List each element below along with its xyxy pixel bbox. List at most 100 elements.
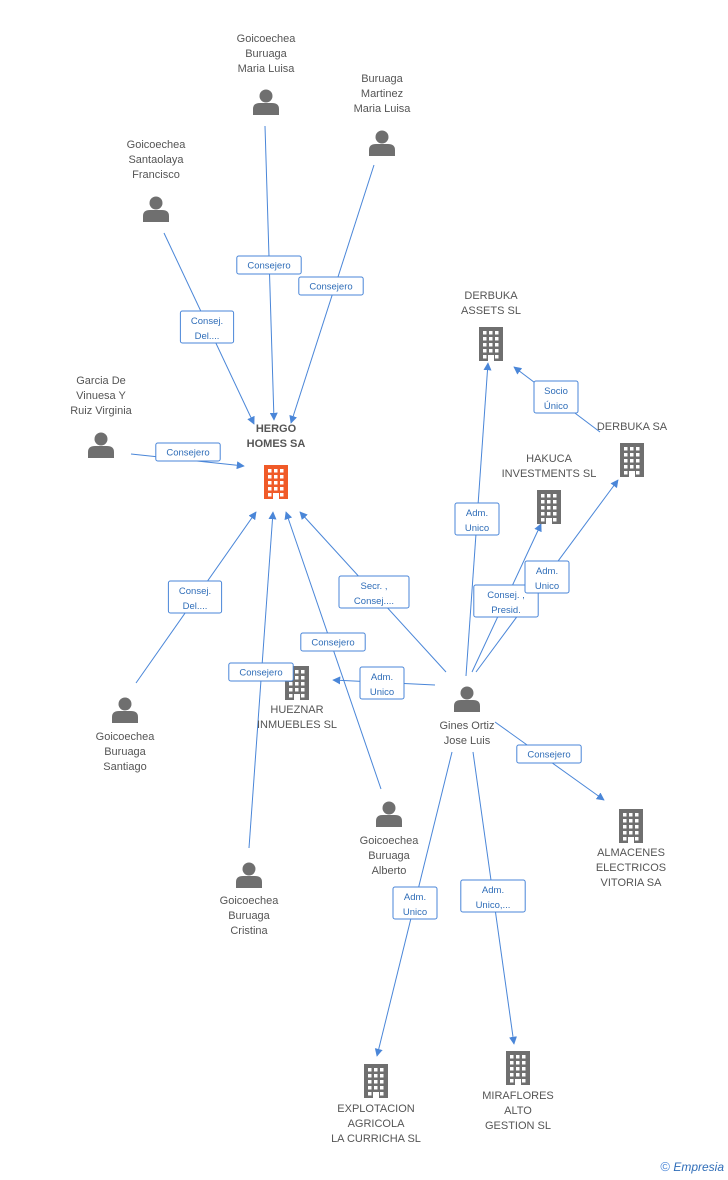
edge-label-gines-to-derbukasa[interactable]: Adm.Unico	[524, 560, 570, 594]
node-almacenes[interactable]: ALMACENES ELECTRICOS VITORIA SA	[596, 809, 666, 889]
node-label: Buruaga	[368, 850, 410, 862]
edge-label-gbcristina-to-hergo[interactable]: Consejero	[228, 662, 294, 682]
node-label: ASSETS SL	[461, 305, 521, 317]
node-label: VITORIA SA	[601, 877, 663, 889]
edge-label-text: Consejero	[166, 448, 209, 459]
node-label: Francisco	[132, 169, 180, 181]
building-icon	[364, 1064, 388, 1098]
edge-label-gbalberto-to-hergo[interactable]: Consejero	[300, 632, 366, 652]
node-label: Goicoechea	[220, 895, 280, 907]
node-label: EXPLOTACION	[337, 1103, 414, 1115]
edge-label-text: Consej.	[191, 316, 223, 327]
edge-label-text: Consejero	[247, 261, 290, 272]
edge-label-text: Adm.	[536, 566, 558, 577]
person-icon	[236, 862, 262, 888]
edge-label-garciav-to-hergo[interactable]: Consejero	[155, 442, 221, 462]
edge-label-text: Socio	[544, 386, 568, 397]
person-icon	[112, 697, 138, 723]
node-label: Jose Luis	[444, 735, 491, 747]
person-icon	[143, 196, 169, 222]
edge-label-text: Consejero	[311, 638, 354, 649]
node-derbukasa[interactable]: DERBUKA SA	[597, 421, 668, 477]
node-miraflores[interactable]: MIRAFLORES ALTO GESTION SL	[482, 1051, 554, 1132]
person-icon	[253, 89, 279, 115]
edge-label-text: Unico	[403, 907, 427, 918]
node-label: Vinuesa Y	[76, 390, 126, 402]
node-label: Alberto	[372, 865, 407, 877]
node-label: Buruaga	[104, 746, 146, 758]
node-derbukaassets[interactable]: DERBUKA ASSETS SL	[461, 290, 521, 361]
node-label: ALMACENES	[597, 847, 665, 859]
edge-label-gines-to-derbukaassets[interactable]: Adm. Unico	[454, 502, 500, 536]
edge-label-gines-to-explotacion[interactable]: Adm.Unico	[392, 886, 438, 920]
node-label: GESTION SL	[485, 1120, 551, 1132]
brand-name: Empresia	[673, 1160, 724, 1174]
edge-label-text: Único	[544, 401, 568, 412]
edge-label-text: Del....	[183, 601, 208, 612]
empresia-credit[interactable]: © Empresia	[660, 1159, 724, 1174]
node-label: HERGO	[256, 423, 297, 435]
node-label: Gines Ortiz	[439, 720, 494, 732]
edge-label-gines-to-miraflores[interactable]: Adm.Unico,...	[460, 879, 526, 913]
edge-label-text: Secr. ,	[361, 581, 388, 592]
building-icon	[620, 443, 644, 477]
edge-label-text: Consej....	[354, 596, 394, 607]
node-label: DERBUKA	[464, 290, 518, 302]
node-label: Goicoechea	[127, 139, 187, 151]
edge-label-text: Consejero	[309, 282, 352, 293]
building-icon	[619, 809, 643, 843]
node-label: Buruaga	[245, 48, 287, 60]
node-label: Maria Luisa	[238, 63, 296, 75]
edge-label-text: Adm.	[466, 508, 488, 519]
edge-label-gmluisa-to-hergo[interactable]: Consejero	[236, 255, 302, 275]
edge-label-gines-to-hakuca[interactable]: Consej. ,Presid.	[473, 584, 539, 618]
node-label: MIRAFLORES	[482, 1090, 554, 1102]
edge-label-gines-to-hergo[interactable]: Secr. , Consej....	[338, 575, 410, 609]
node-label: ELECTRICOS	[596, 862, 666, 874]
edge-label-gbsantiago-to-hergo[interactable]: Consej. Del....	[167, 580, 223, 614]
person-icon	[88, 432, 114, 458]
edge-label-gsfrancisco-to-hergo[interactable]: Consej.Del....	[179, 310, 235, 344]
node-label: Ruiz Virginia	[70, 405, 132, 417]
node-hueznar[interactable]: HUEZNAR INMUEBLES SL	[257, 666, 337, 731]
edge-label-text: Consej.	[179, 586, 211, 597]
node-label: Santiago	[103, 761, 146, 773]
edge-label-gines-to-almacenes[interactable]: Consejero	[516, 744, 582, 764]
node-label: Buruaga	[228, 910, 270, 922]
node-label: INMUEBLES SL	[257, 719, 337, 731]
node-label: ALTO	[504, 1105, 532, 1117]
node-label: INVESTMENTS SL	[502, 468, 597, 480]
edge-label-bmmluisa-to-hergo[interactable]: Consejero	[298, 276, 364, 296]
node-hakuca[interactable]: HAKUCA INVESTMENTS SL	[502, 453, 597, 524]
copyright-symbol: ©	[660, 1159, 670, 1174]
edge-labels-layer: ConsejeroConsejeroConsej.Del....Consejer…	[155, 255, 582, 920]
edge-label-text: Unico	[465, 523, 489, 534]
building-icon	[506, 1051, 530, 1085]
node-label: HUEZNAR	[270, 704, 323, 716]
building-icon	[537, 490, 561, 524]
edge-label-text: Consejero	[527, 750, 570, 761]
node-label: HAKUCA	[526, 453, 573, 465]
node-label: Cristina	[230, 925, 268, 937]
node-label: Goicoechea	[96, 731, 156, 743]
building-icon	[264, 465, 288, 499]
edge-label-text: Adm.	[371, 672, 393, 683]
person-icon	[376, 801, 402, 827]
edge-label-text: Consejero	[239, 668, 282, 679]
person-icon	[454, 686, 480, 712]
edge-label-gines-to-hueznar[interactable]: Adm.Unico	[359, 666, 405, 700]
node-label: Santaolaya	[128, 154, 184, 166]
